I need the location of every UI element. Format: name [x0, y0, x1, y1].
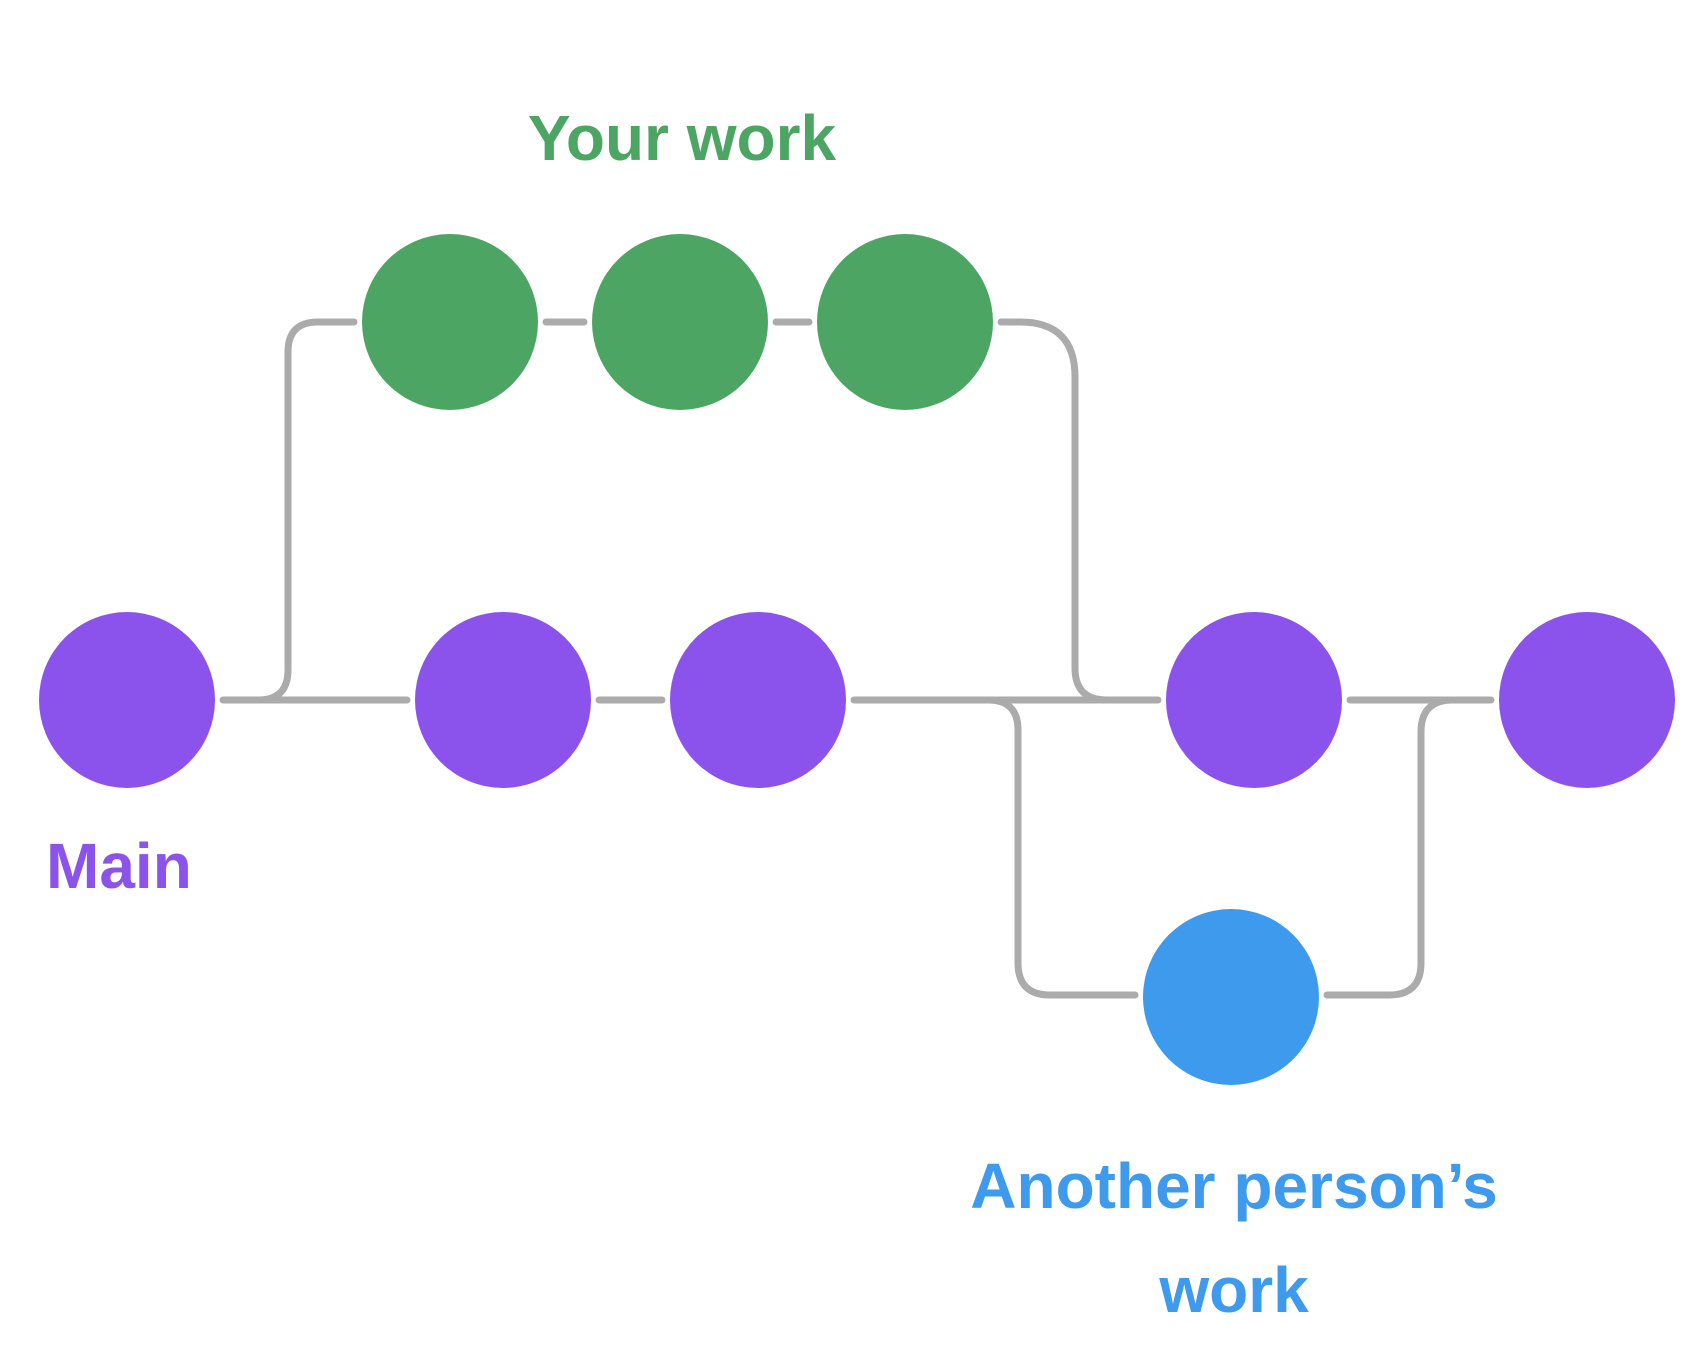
commit-node-another-person-1: [1143, 909, 1319, 1085]
connector-branch-out-another-person: [951, 696, 1139, 999]
connector-merge-in-your-work: [997, 318, 1139, 704]
commit-node-your-work-3: [817, 234, 993, 410]
commit-node-main-1: [39, 612, 215, 788]
commit-nodes: [39, 234, 1675, 1085]
commit-node-your-work-2: [592, 234, 768, 410]
label-another-person-line2: work: [1158, 1254, 1309, 1326]
connector-branch-out-your-work: [244, 318, 358, 704]
branch-labels: Your work Main Another person’s work: [46, 102, 1498, 1326]
commit-node-main-3: [670, 612, 846, 788]
commit-node-main-5: [1499, 612, 1675, 788]
label-your-work: Your work: [528, 102, 837, 174]
label-another-person-line1: Another person’s: [970, 1150, 1497, 1222]
connector-lines: [219, 318, 1495, 999]
connector-merge-in-another-person: [1323, 696, 1474, 999]
commit-node-your-work-1: [362, 234, 538, 410]
commit-node-main-4: [1166, 612, 1342, 788]
commit-node-main-2: [415, 612, 591, 788]
label-main: Main: [46, 830, 192, 902]
